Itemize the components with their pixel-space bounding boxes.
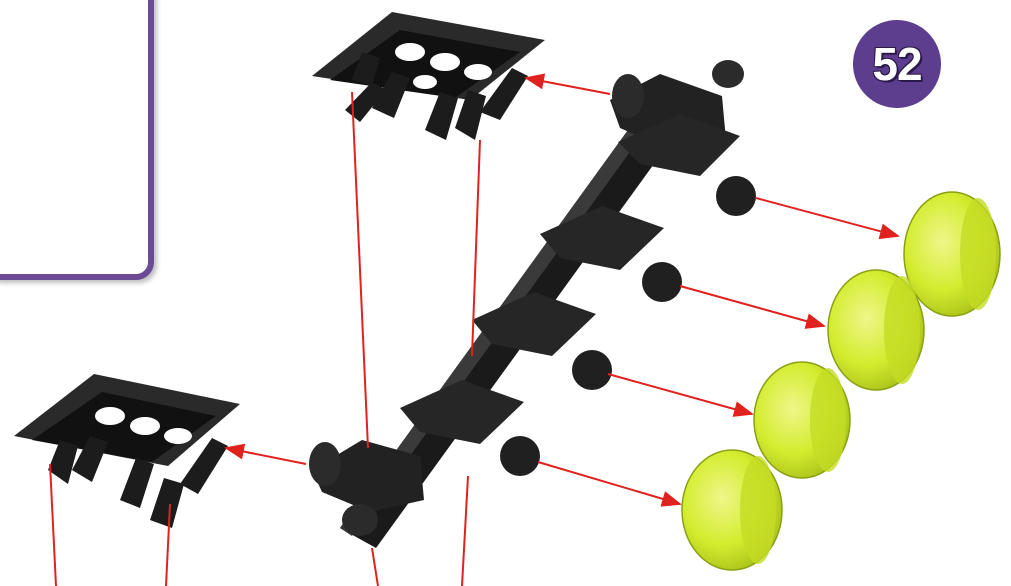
step-number: 52 (872, 38, 922, 90)
wheel-icon-2 (827, 269, 925, 391)
wheel-icon-4 (681, 449, 783, 571)
axle-beam-icon (309, 60, 756, 548)
wheel-icon-3 (753, 361, 851, 479)
parts-callout-box (0, 0, 154, 280)
step-number-badge: 52 (853, 20, 941, 108)
corner-connector-top-icon (312, 12, 545, 140)
assembly-arrows (49, 73, 900, 586)
wheel-icon-1 (903, 191, 1001, 317)
corner-connector-bottom-icon (14, 374, 240, 528)
